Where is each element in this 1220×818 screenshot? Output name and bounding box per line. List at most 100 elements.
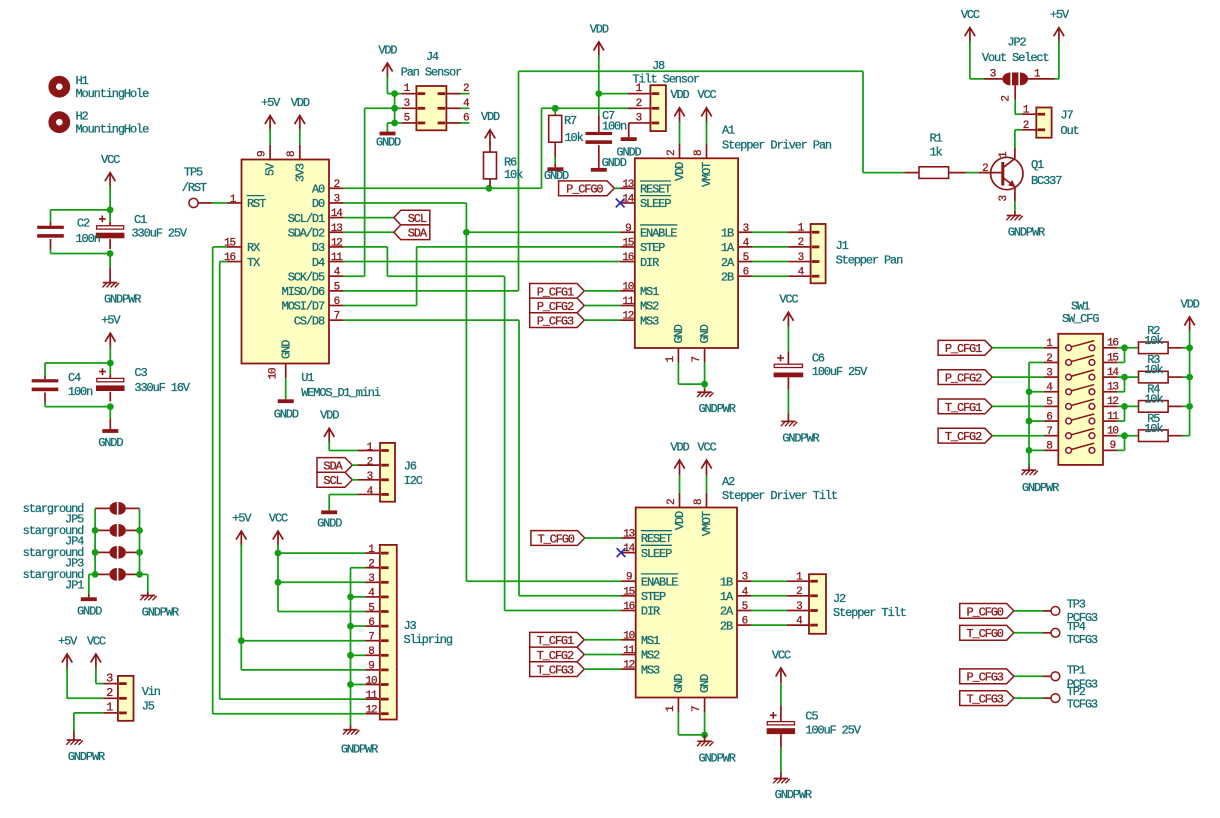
svg-text:5: 5 — [404, 112, 410, 124]
svg-text:Stepper Tilt: Stepper Tilt — [833, 606, 906, 620]
svg-text:10k: 10k — [565, 131, 584, 145]
svg-text:GNDD: GNDD — [274, 407, 299, 421]
svg-text:6: 6 — [1046, 411, 1052, 423]
svg-text:4: 4 — [368, 588, 375, 600]
svg-text:MS1: MS1 — [640, 285, 659, 299]
svg-text:GND: GND — [279, 340, 293, 359]
svg-text:MS2: MS2 — [641, 649, 660, 663]
svg-text:4: 4 — [367, 486, 374, 498]
svg-text:H2: H2 — [76, 110, 89, 124]
svg-text:VCC: VCC — [697, 440, 716, 454]
svg-text:2: 2 — [636, 98, 642, 110]
svg-text:1: 1 — [1023, 105, 1030, 117]
svg-text:1: 1 — [1034, 68, 1041, 80]
svg-text:5: 5 — [334, 281, 340, 293]
svg-text:3: 3 — [334, 193, 340, 205]
svg-text:2: 2 — [798, 237, 804, 249]
svg-text:3: 3 — [796, 601, 802, 613]
svg-text:6: 6 — [334, 296, 340, 308]
svg-text:starground: starground — [23, 524, 84, 538]
svg-text:SLEEP: SLEEP — [641, 547, 672, 561]
svg-text:VDD: VDD — [590, 22, 609, 36]
svg-text:7: 7 — [368, 632, 374, 644]
svg-text:6: 6 — [368, 617, 374, 629]
svg-text:VDD: VDD — [670, 88, 689, 102]
svg-text:STEP: STEP — [641, 590, 666, 604]
svg-text:2: 2 — [463, 83, 469, 95]
svg-text:3: 3 — [1046, 367, 1052, 379]
svg-text:7: 7 — [691, 706, 703, 712]
svg-text:1: 1 — [998, 151, 1010, 158]
svg-text:15: 15 — [224, 238, 235, 250]
svg-text:10k: 10k — [1144, 422, 1163, 436]
svg-text:CS/D8: CS/D8 — [294, 314, 325, 328]
svg-text:J6: J6 — [404, 460, 417, 474]
svg-text:JP2: JP2 — [1007, 35, 1026, 49]
svg-text:D0: D0 — [312, 197, 325, 211]
svg-text:330uF 25V: 330uF 25V — [132, 227, 188, 241]
svg-text:MS1: MS1 — [641, 634, 660, 648]
svg-text:P_CFG1: P_CFG1 — [537, 285, 574, 299]
svg-text:starground: starground — [23, 546, 84, 560]
svg-text:7: 7 — [691, 357, 703, 363]
svg-text:Q1: Q1 — [1031, 158, 1044, 172]
svg-text:3: 3 — [368, 573, 374, 585]
svg-text:4: 4 — [743, 237, 750, 249]
svg-text:PCFG3: PCFG3 — [1067, 678, 1098, 692]
svg-text:VDD: VDD — [481, 110, 500, 124]
svg-text:3: 3 — [742, 572, 748, 584]
svg-text:J2: J2 — [833, 592, 846, 606]
svg-text:DIR: DIR — [640, 256, 659, 270]
svg-text:6: 6 — [742, 616, 748, 628]
svg-text:R7: R7 — [564, 114, 577, 128]
svg-text:10: 10 — [622, 281, 633, 293]
svg-text:12: 12 — [366, 705, 377, 717]
svg-text:GNDD: GNDD — [77, 604, 102, 618]
svg-text:GNDD: GNDD — [98, 436, 123, 450]
svg-text:TP2: TP2 — [1067, 685, 1086, 699]
svg-text:GND: GND — [698, 324, 712, 343]
svg-text:starground: starground — [23, 568, 84, 582]
svg-text:GNDPWR: GNDPWR — [341, 742, 378, 756]
svg-text:10: 10 — [623, 630, 634, 642]
svg-text:ENABLE: ENABLE — [641, 575, 678, 589]
svg-text:100uF 25V: 100uF 25V — [805, 724, 861, 738]
svg-text:P_CFG3: P_CFG3 — [966, 671, 1003, 685]
svg-text:2: 2 — [666, 499, 678, 505]
svg-text:11: 11 — [1107, 411, 1119, 423]
svg-text:10k: 10k — [1144, 334, 1163, 348]
svg-text:Pan Sensor: Pan Sensor — [401, 65, 462, 79]
svg-text:1: 1 — [665, 356, 677, 363]
svg-text:4: 4 — [798, 267, 805, 279]
svg-text:1: 1 — [106, 701, 113, 715]
svg-text:WEMOS_D1_mini: WEMOS_D1_mini — [301, 386, 381, 400]
svg-text:RESET: RESET — [640, 183, 671, 197]
svg-text:D3: D3 — [312, 241, 325, 255]
svg-text:13: 13 — [331, 223, 342, 235]
svg-text:15: 15 — [1107, 352, 1118, 364]
svg-text:12: 12 — [622, 311, 633, 323]
svg-text:100n: 100n — [68, 385, 93, 399]
svg-text:10k: 10k — [1144, 363, 1163, 377]
svg-text:GNDD: GNDD — [544, 169, 569, 183]
svg-text:100uF 25V: 100uF 25V — [812, 365, 868, 379]
svg-text:9: 9 — [626, 572, 632, 584]
svg-text:16: 16 — [224, 252, 235, 264]
svg-text:PCFG3: PCFG3 — [1067, 611, 1098, 625]
svg-text:VCC: VCC — [697, 88, 716, 102]
svg-text:2A: 2A — [721, 256, 735, 270]
svg-text:10: 10 — [268, 368, 280, 379]
svg-text:10: 10 — [366, 675, 377, 687]
svg-text:TX: TX — [247, 256, 260, 270]
svg-text:1: 1 — [636, 83, 643, 95]
svg-text:5: 5 — [743, 252, 749, 264]
svg-text:2B: 2B — [721, 270, 734, 284]
svg-text:9: 9 — [256, 151, 268, 157]
svg-text:GNDPWR: GNDPWR — [104, 293, 141, 307]
svg-text:GNDPWR: GNDPWR — [142, 606, 179, 620]
svg-text:1: 1 — [368, 544, 375, 556]
svg-text:VDD: VDD — [673, 511, 687, 530]
svg-text:2: 2 — [982, 163, 988, 175]
svg-text:JP4: JP4 — [65, 535, 84, 549]
svg-text:MS3: MS3 — [640, 314, 659, 328]
